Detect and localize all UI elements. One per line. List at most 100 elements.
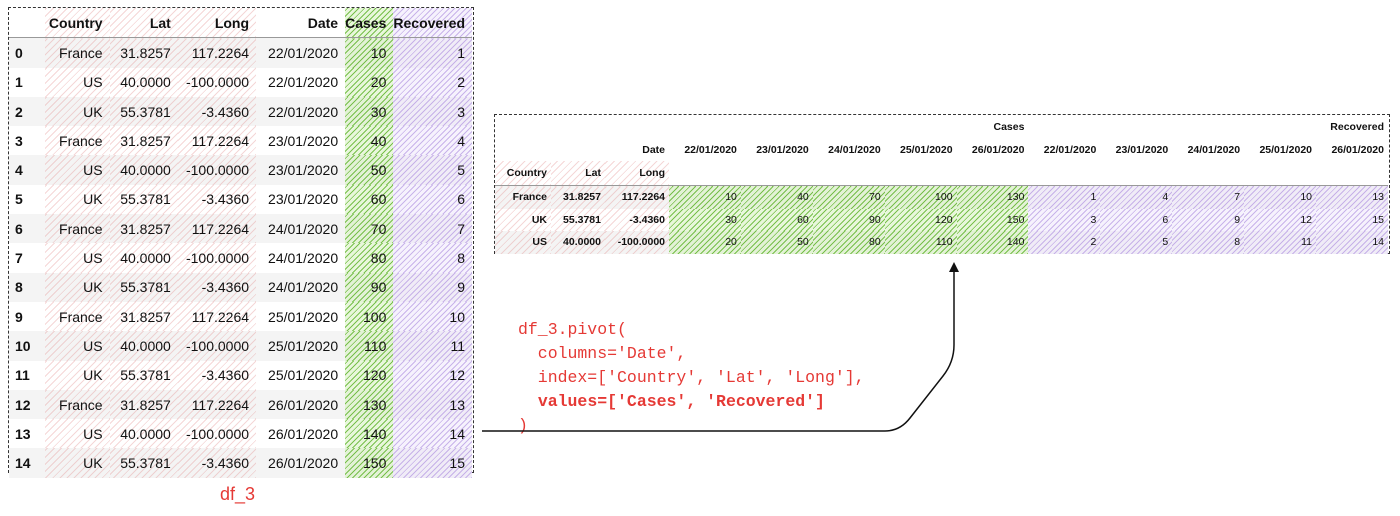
df3-row-index: 4 bbox=[15, 162, 23, 179]
pivot-index-name-country: Country bbox=[495, 161, 551, 186]
pivot-columns-name: Date bbox=[642, 143, 665, 156]
df3-cell-recovered: 1 bbox=[393, 37, 472, 68]
pivot-cell-cases: 100 bbox=[884, 185, 957, 209]
pivot-date-header-cases: 26/01/2020 bbox=[971, 143, 1025, 156]
df3-cell-long: -100.0000 bbox=[177, 419, 257, 449]
df3-col-date: Date bbox=[256, 8, 346, 39]
df3-cell-long: -3.4360 bbox=[177, 272, 257, 302]
df3-cell-recovered: 6 bbox=[393, 184, 472, 215]
pivot-cell-recovered: 3 bbox=[1028, 208, 1101, 231]
pivot-date-header-recovered: 25/01/2020 bbox=[1259, 143, 1313, 156]
df3-cell-date: 26/01/2020 bbox=[268, 455, 339, 472]
df3-cell-cases: 20 bbox=[345, 67, 394, 97]
df3-cell-country: France bbox=[45, 389, 110, 420]
pivot-blank bbox=[956, 161, 1029, 186]
df3-cell-date: 26/01/2020 bbox=[268, 425, 339, 442]
pivot-cell-recovered: 10 bbox=[1244, 185, 1317, 209]
df3-cell-lat: 40.0000 bbox=[109, 331, 178, 361]
df3-cell-long: -3.4360 bbox=[177, 360, 257, 390]
df3-row-index: 2 bbox=[15, 103, 23, 120]
pivot-cell-cases: 30 bbox=[669, 208, 741, 231]
df3-cell-date: 22/01/2020 bbox=[268, 103, 339, 120]
df3-cell-country: US bbox=[45, 155, 110, 185]
pivot-code-snippet: df_3.pivot( columns='Date', index=['Coun… bbox=[518, 318, 865, 438]
df3-col-long: Long bbox=[177, 8, 257, 39]
code-line: index=['Country', 'Lat', 'Long'], bbox=[518, 368, 865, 387]
df3-cell-long: -100.0000 bbox=[177, 67, 257, 97]
df3-row-index: 7 bbox=[15, 250, 23, 267]
df3-cell-lat: 40.0000 bbox=[109, 67, 178, 97]
pivot-group-recovered: Recovered bbox=[1330, 120, 1384, 133]
pivot-cell-recovered: 15 bbox=[1316, 208, 1388, 231]
df3-cell-date: 22/01/2020 bbox=[268, 74, 339, 91]
pivot-index-lat: 31.8257 bbox=[551, 185, 605, 209]
df3-cell-date: 23/01/2020 bbox=[268, 162, 339, 179]
pivot-date-header-recovered: 26/01/2020 bbox=[1331, 143, 1384, 156]
df3-cell-cases: 110 bbox=[345, 331, 394, 361]
df3-cell-country: France bbox=[45, 126, 110, 156]
df3-row-index: 11 bbox=[15, 367, 30, 384]
df3-cell-country: UK bbox=[45, 272, 110, 302]
df3-cell-recovered: 3 bbox=[393, 96, 472, 127]
df3-row-index: 13 bbox=[15, 425, 31, 442]
df3-cell-long: -3.4360 bbox=[177, 448, 257, 478]
df3-cell-date: 26/01/2020 bbox=[268, 396, 339, 413]
df3-cell-country: UK bbox=[45, 184, 110, 215]
pivot-cell-cases: 120 bbox=[884, 208, 957, 231]
df3-cell-lat: 55.3781 bbox=[109, 184, 178, 215]
df3-cell-recovered: 8 bbox=[393, 243, 472, 273]
pivot-cell-recovered: 5 bbox=[1100, 231, 1173, 254]
df3-row-index: 14 bbox=[15, 455, 31, 472]
df3-cell-cases: 60 bbox=[345, 184, 394, 215]
df3-cell-cases: 150 bbox=[345, 448, 394, 478]
pivot-blank bbox=[1028, 161, 1101, 186]
df3-cell-cases: 30 bbox=[345, 96, 394, 127]
df3-cell-long: -3.4360 bbox=[177, 96, 257, 127]
pivot-blank bbox=[1244, 161, 1317, 186]
pivot-group-cases: Cases bbox=[993, 120, 1025, 133]
df3-header-row: Country Lat Long Date Cases Recovered bbox=[9, 8, 472, 39]
df3-cell-lat: 55.3781 bbox=[109, 360, 178, 390]
df3-cell-date: 22/01/2020 bbox=[268, 44, 339, 61]
pivot-cell-cases: 10 bbox=[669, 185, 741, 209]
df3-col-country: Country bbox=[45, 8, 110, 39]
pivot-cell-recovered: 12 bbox=[1244, 208, 1317, 231]
df3-cell-long: 117.2264 bbox=[177, 126, 257, 156]
code-line: values=['Cases', 'Recovered'] bbox=[518, 390, 865, 414]
df3-cell-country: US bbox=[45, 67, 110, 97]
df3-cell-lat: 31.8257 bbox=[109, 37, 178, 68]
df3-cell-lat: 40.0000 bbox=[109, 155, 178, 185]
df3-cell-cases: 90 bbox=[345, 272, 394, 302]
pivot-cell-recovered: 9 bbox=[1172, 208, 1245, 231]
df3-cell-lat: 40.0000 bbox=[109, 419, 178, 449]
df3-index-header bbox=[9, 8, 46, 39]
df3-col-recovered: Recovered bbox=[393, 8, 472, 39]
df3-cell-cases: 130 bbox=[345, 389, 394, 420]
df3-cell-recovered: 14 bbox=[393, 419, 472, 449]
pivot-date-header-recovered: 23/01/2020 bbox=[1115, 143, 1169, 156]
df3-cell-date: 23/01/2020 bbox=[268, 132, 339, 149]
pivot-cell-cases: 140 bbox=[956, 231, 1029, 254]
pivot-blank bbox=[1316, 161, 1388, 186]
pivot-index-lat: 55.3781 bbox=[551, 208, 605, 231]
pivot-date-header-recovered: 24/01/2020 bbox=[1187, 143, 1241, 156]
pivot-cell-cases: 110 bbox=[884, 231, 957, 254]
df3-cell-recovered: 11 bbox=[393, 331, 472, 361]
df3-cell-long: -100.0000 bbox=[177, 243, 257, 273]
pivot-index-long: -100.0000 bbox=[605, 231, 669, 254]
df3-row-index: 3 bbox=[15, 132, 23, 149]
df3-cell-recovered: 13 bbox=[393, 389, 472, 420]
